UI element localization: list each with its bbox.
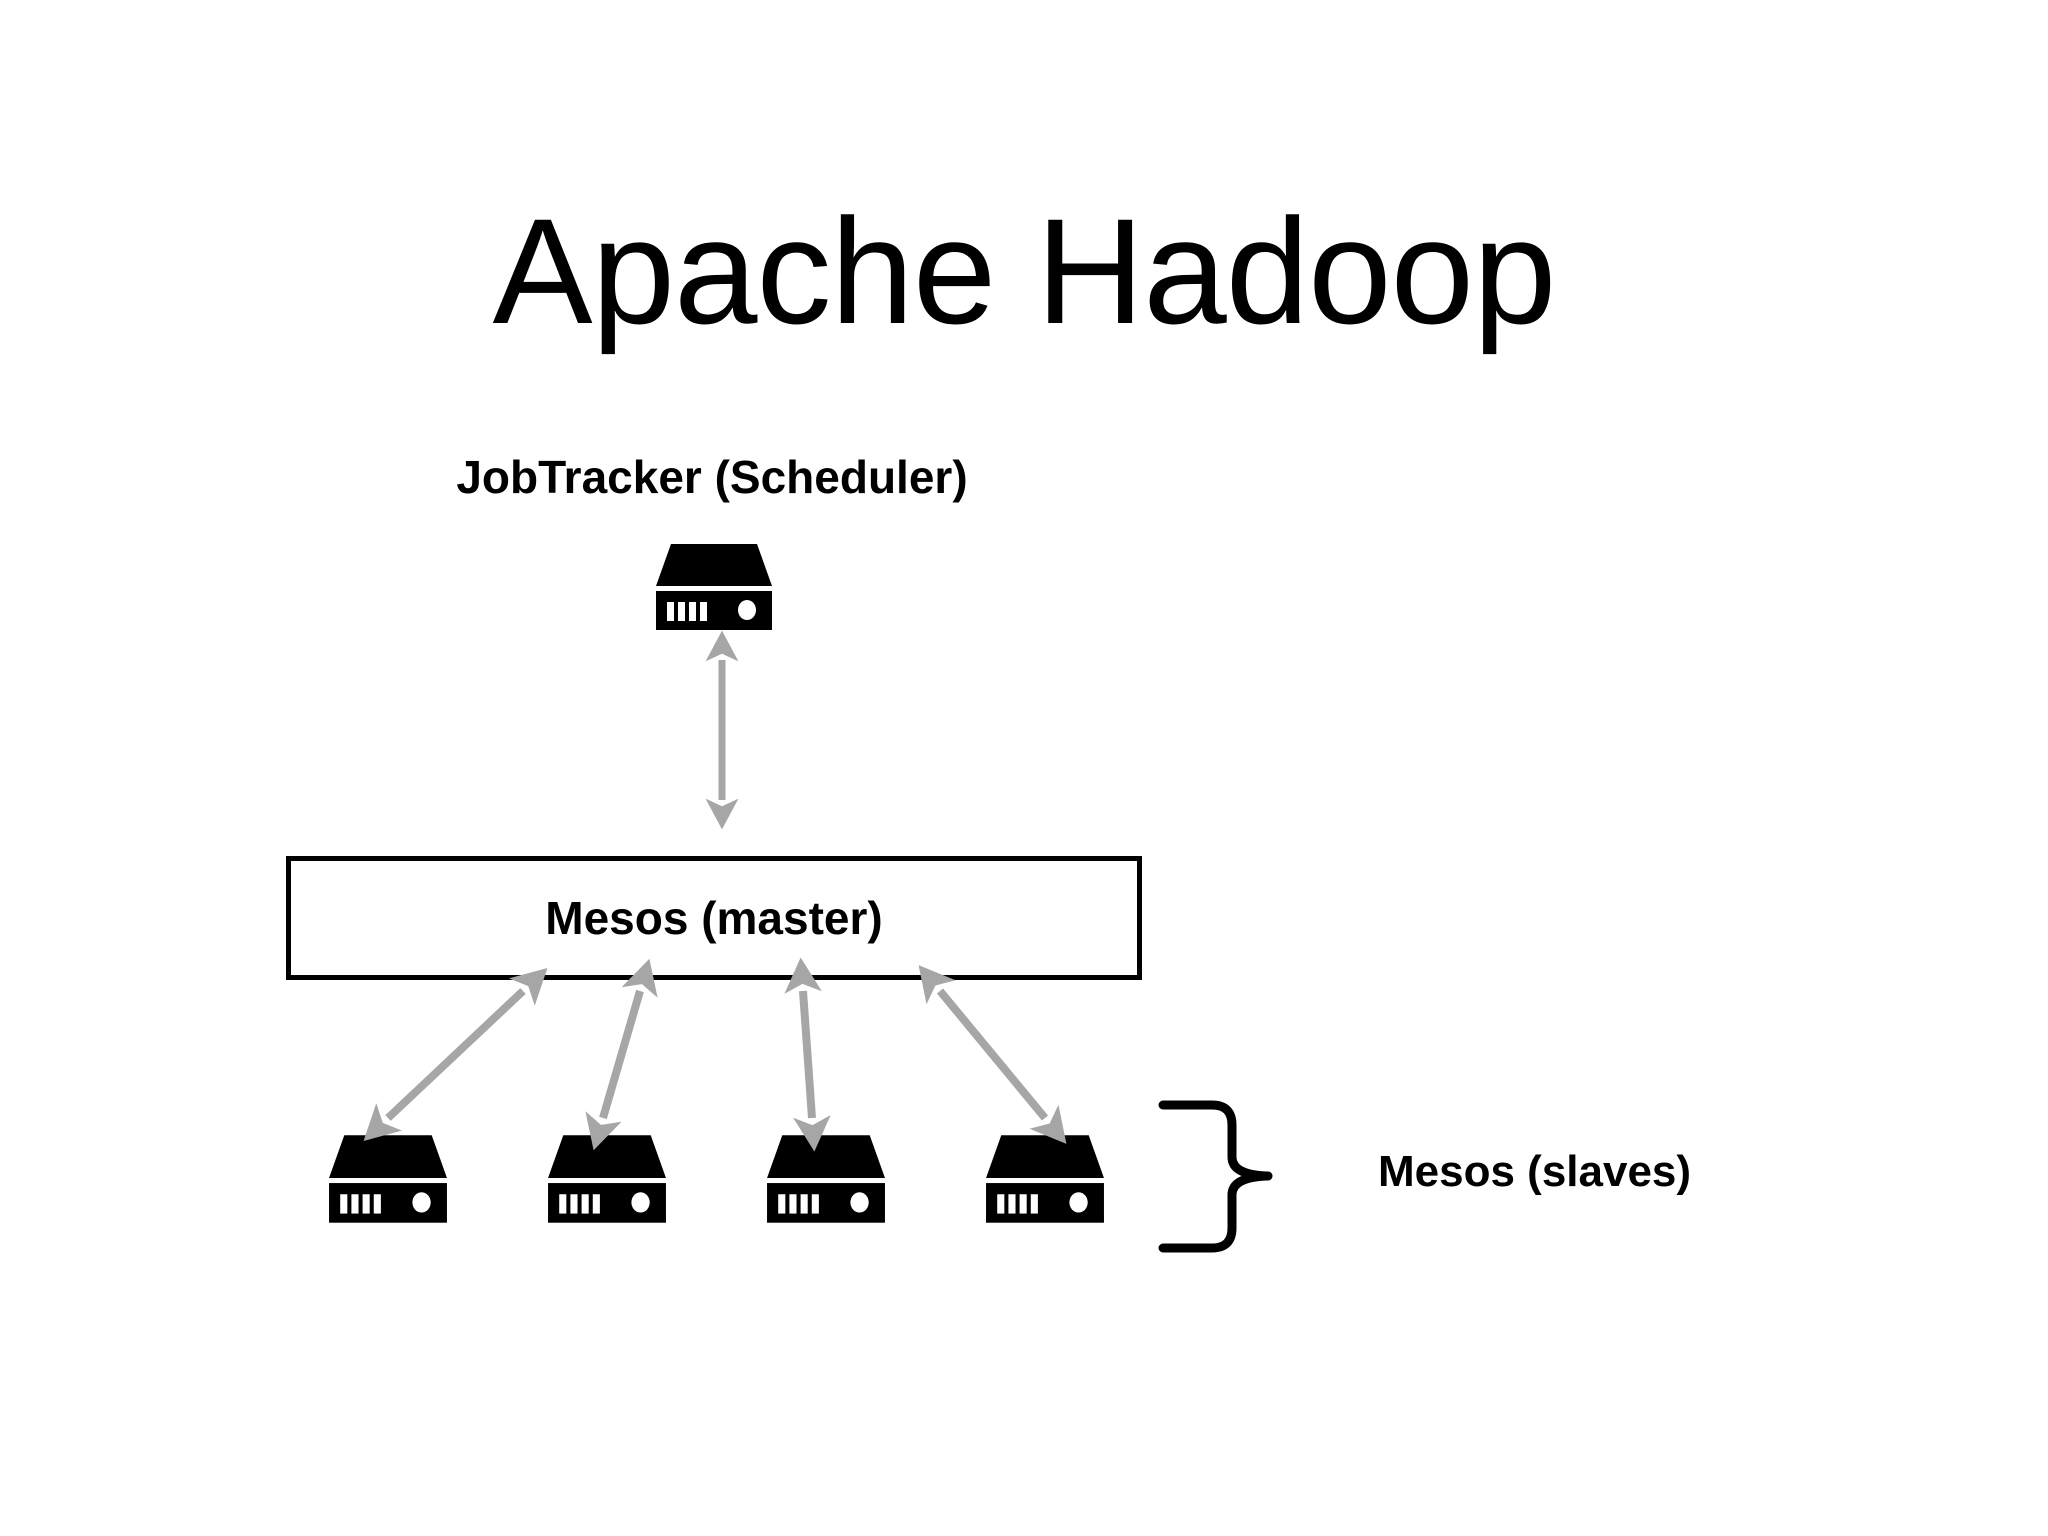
curly-brace-icon <box>1158 1100 1273 1253</box>
mesos-slaves-label: Mesos (slaves) <box>1378 1147 1692 1196</box>
server-icon <box>327 1133 449 1225</box>
server-icon <box>984 1133 1106 1225</box>
server-icon <box>654 542 774 632</box>
jobtracker-label: JobTracker (Scheduler) <box>456 451 968 503</box>
server-icon <box>765 1133 887 1225</box>
mesos-master-box: Mesos (master) <box>286 856 1142 980</box>
connector-master-slave-3 <box>784 957 831 1152</box>
connector-master-slave-1 <box>363 967 548 1142</box>
connector-master-slave-2 <box>585 958 658 1151</box>
server-icon <box>546 1133 668 1225</box>
mesos-master-label: Mesos (master) <box>545 891 883 944</box>
page-title: Apache Hadoop <box>492 187 1557 355</box>
connector-master-slave-4 <box>918 965 1067 1144</box>
